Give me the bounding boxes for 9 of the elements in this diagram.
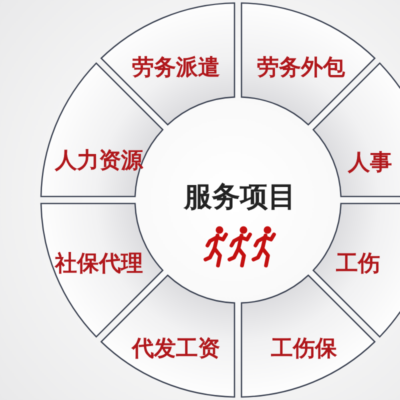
segment-label: 代发工资: [132, 337, 220, 361]
segment-label: 工伤保: [271, 337, 337, 361]
segment-label: 人力资源: [55, 149, 143, 173]
segment-label: 工伤: [336, 252, 380, 276]
segment-label: 劳务派遣: [132, 56, 220, 80]
segment-label: 社保代理: [55, 252, 143, 276]
hub-title: 服务项目: [184, 182, 296, 212]
segment-label: 人事: [348, 151, 392, 175]
segment-label: 劳务外包: [257, 56, 345, 80]
